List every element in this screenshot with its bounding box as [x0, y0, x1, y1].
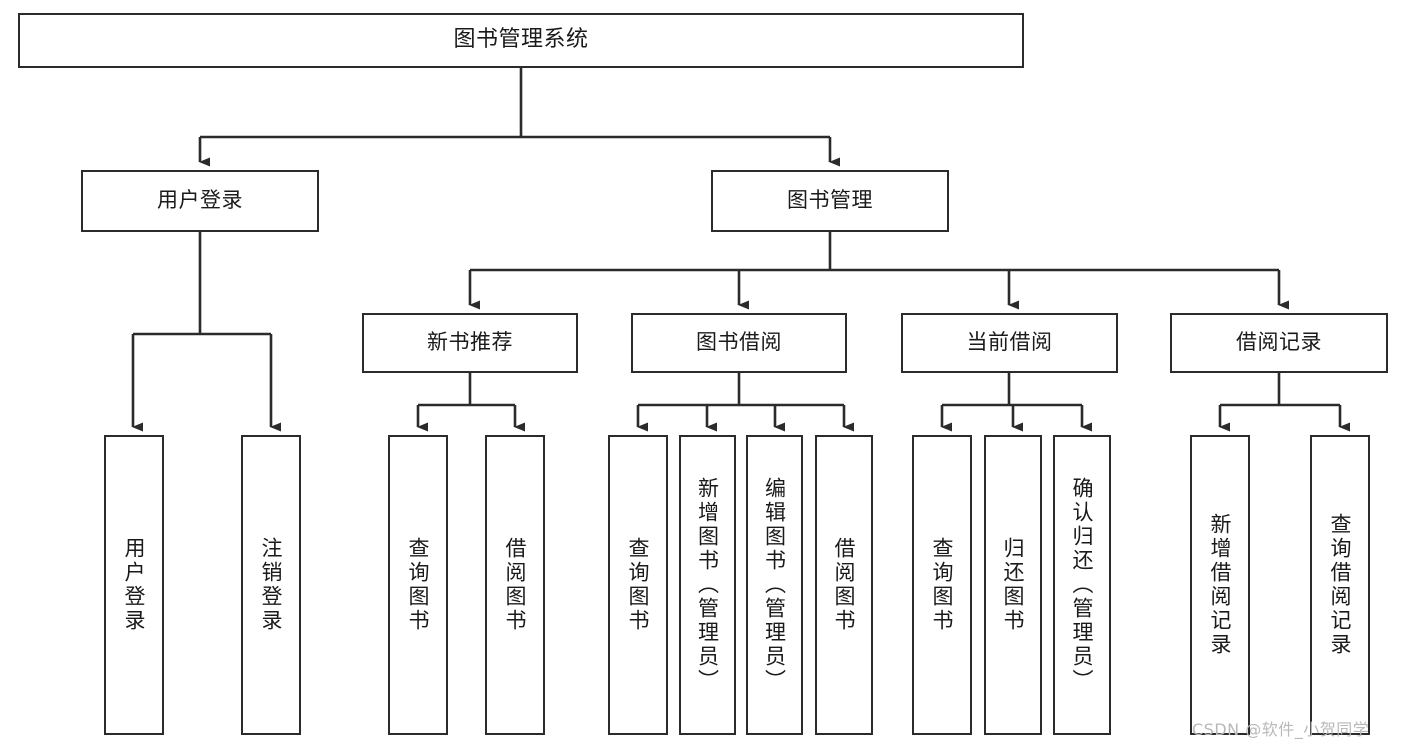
leaf-add-book-label: 新增图书（管理员）	[695, 477, 720, 693]
leaf-borrow-book-1-label: 借阅图书	[503, 537, 528, 633]
node-current-borrow-label: 当前借阅	[966, 330, 1053, 355]
leaf-add-record-label: 新增借阅记录	[1208, 513, 1233, 657]
node-root-label: 图书管理系统	[453, 27, 589, 53]
leaf-edit-book-label: 编辑图书（管理员）	[762, 477, 787, 693]
leaf-confirm-return[interactable]: 确认归还（管理员）	[1053, 435, 1111, 735]
node-book-borrow-label: 图书借阅	[696, 330, 782, 355]
node-book-borrow[interactable]: 图书借阅	[631, 313, 847, 373]
leaf-logout[interactable]: 注销登录	[241, 435, 301, 735]
node-borrow-record[interactable]: 借阅记录	[1170, 313, 1388, 373]
node-new-book-recommend[interactable]: 新书推荐	[362, 313, 578, 373]
leaf-return-book-label: 归还图书	[1001, 537, 1026, 633]
leaf-query-book-3-label: 查询图书	[930, 537, 955, 633]
leaf-user-login-label: 用户登录	[122, 537, 147, 633]
leaf-query-record[interactable]: 查询借阅记录	[1310, 435, 1370, 735]
node-user-login-label: 用户登录	[157, 188, 243, 213]
node-root[interactable]: 图书管理系统	[18, 13, 1024, 68]
node-book-manage-label: 图书管理	[787, 188, 873, 213]
node-new-book-recommend-label: 新书推荐	[427, 330, 513, 355]
leaf-query-book-2[interactable]: 查询图书	[608, 435, 668, 735]
node-book-manage[interactable]: 图书管理	[711, 170, 949, 232]
leaf-query-book-1[interactable]: 查询图书	[388, 435, 448, 735]
leaf-query-book-1-label: 查询图书	[406, 537, 431, 633]
leaf-query-record-label: 查询借阅记录	[1328, 513, 1353, 657]
leaf-add-record[interactable]: 新增借阅记录	[1190, 435, 1250, 735]
leaf-user-login[interactable]: 用户登录	[104, 435, 164, 735]
leaf-confirm-return-label: 确认归还（管理员）	[1070, 477, 1095, 693]
node-user-login[interactable]: 用户登录	[81, 170, 319, 232]
node-borrow-record-label: 借阅记录	[1236, 330, 1322, 355]
csdn-watermark: CSDN @软件_小贺同学	[1192, 720, 1370, 739]
leaf-add-book[interactable]: 新增图书（管理员）	[679, 435, 736, 735]
leaf-logout-label: 注销登录	[259, 537, 284, 633]
leaf-borrow-book-2[interactable]: 借阅图书	[815, 435, 873, 735]
leaf-query-book-2-label: 查询图书	[626, 537, 651, 633]
leaf-borrow-book-1[interactable]: 借阅图书	[485, 435, 545, 735]
leaf-return-book[interactable]: 归还图书	[984, 435, 1042, 735]
leaf-query-book-3[interactable]: 查询图书	[912, 435, 972, 735]
node-current-borrow[interactable]: 当前借阅	[901, 313, 1118, 373]
leaf-borrow-book-2-label: 借阅图书	[832, 537, 857, 633]
leaf-edit-book[interactable]: 编辑图书（管理员）	[746, 435, 803, 735]
